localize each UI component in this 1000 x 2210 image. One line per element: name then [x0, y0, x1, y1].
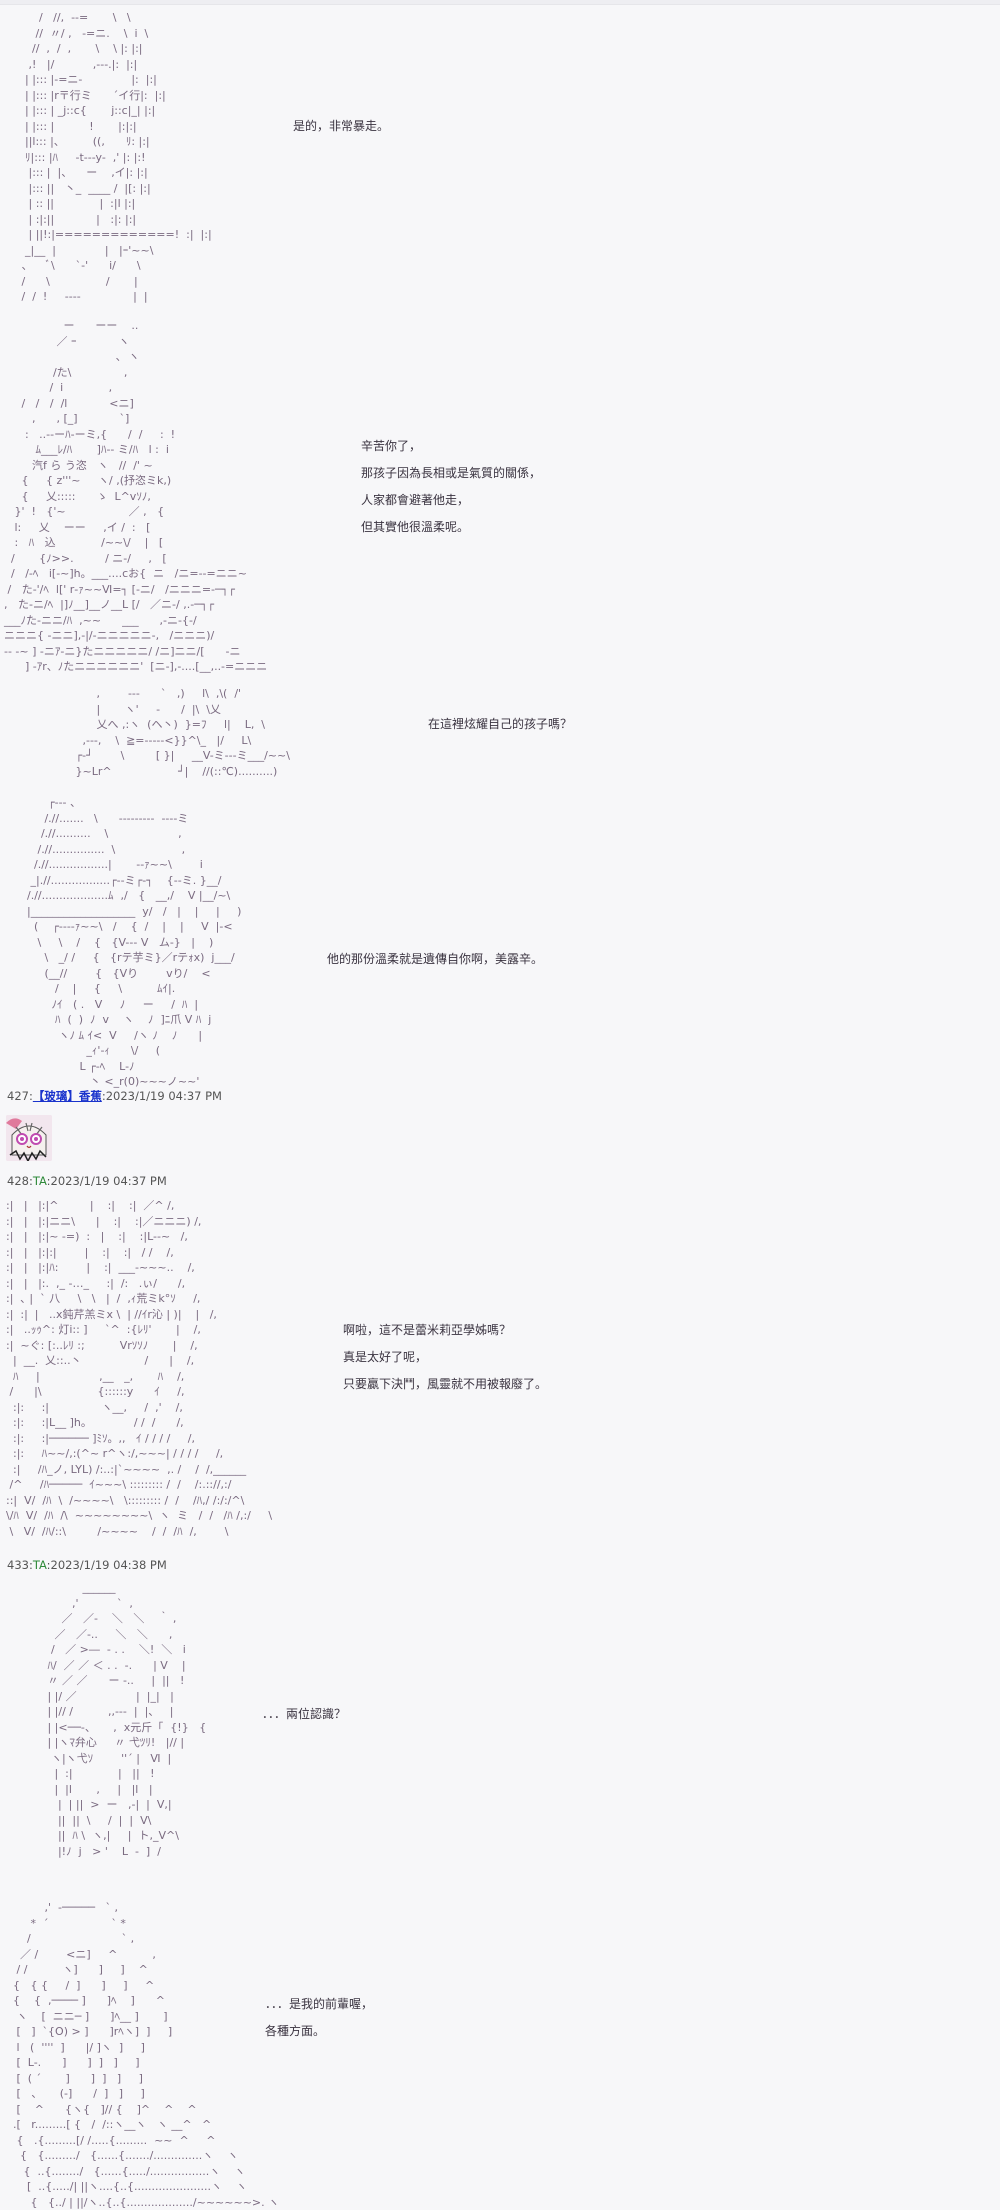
dialogue-line: 辛苦你了， [361, 439, 422, 453]
avatar [6, 1115, 52, 1161]
dialogue-scene-5: 啊啦，這不是蕾米莉亞學姊嗎？ 真是太好了呢， 只要贏下決鬥，風靈就不用被報廢了。 [343, 1321, 547, 1402]
poster-name: TA [32, 1174, 47, 1188]
avatar-image-icon [6, 1115, 52, 1161]
poster-name: TA [32, 1558, 47, 1572]
post-timestamp: 2023/1/19 04:38 PM [50, 1558, 167, 1572]
ascii-art-scene-7: ,' ‐───── ` , * ´ ` * / ` , ／ / <ニ] ^ , … [12, 1901, 280, 2209]
dialogue-scene-7: ．．．是我的前輩喔， 各種方面。 [265, 1995, 373, 2049]
dialogue-scene-2: 辛苦你了， 那孩子因為長相或是氣質的關係， 人家都會避著他走， 但其實他很溫柔呢… [361, 437, 541, 545]
ascii-art-scene-6: ______ ,' ` , ／ ／‐ ＼ ＼ ｀ , ／ ／‐.. ＼ ＼ , … [47, 1581, 207, 1858]
dialogue-line: ．．．兩位認識？ [262, 1707, 347, 1721]
dialogue-line: 真是太好了呢， [343, 1350, 428, 1364]
ascii-art-scene-1: / //, --= \ \ // 〃/ , -=ニ. \ i \ // , / … [21, 11, 212, 303]
post-header-428: 428:TA:2023/1/19 04:37 PM [7, 1174, 167, 1188]
ascii-art-scene-4: ┌--- 、 /.//....... \ --------- ----ミ /./… [26, 796, 242, 1088]
dialogue-line: 是的，非常暴走。 [293, 119, 390, 133]
dialogue-scene-6: ．．．兩位認識？ [262, 1705, 346, 1733]
post-timestamp: 2023/1/19 04:37 PM [50, 1174, 167, 1188]
post-header-427: 427:【玻璃】香蕉:2023/1/19 04:37 PM [7, 1089, 222, 1103]
ascii-art-scene-3: , --- ` ,) l\ ,\( /' | ヽ' ‐ / |\ \乂 乂へ ,… [75, 687, 290, 778]
top-border [0, 0, 1000, 5]
dialogue-line: 人家都會避著他走， [361, 493, 470, 507]
post-number: 433 [7, 1558, 29, 1572]
dialogue-line: 只要贏下決鬥，風靈就不用被報廢了。 [343, 1377, 548, 1391]
dialogue-line: 但其實他很溫柔呢。 [361, 520, 470, 534]
dialogue-scene-3: 在這裡炫耀自己的孩子嗎？ [428, 715, 572, 743]
dialogue-scene-4: 他的那份溫柔就是遺傳自你啊，美露辛。 [327, 950, 543, 978]
dialogue-scene-1: 是的，非常暴走。 [293, 117, 389, 145]
post-number: 427 [7, 1089, 29, 1103]
poster-name-link[interactable]: 【玻璃】香蕉 [32, 1089, 102, 1103]
post-timestamp: 2023/1/19 04:37 PM [105, 1089, 222, 1103]
dialogue-line: ．．．是我的前輩喔， [265, 1997, 374, 2011]
ascii-art-scene-5: :| | |:|^ | :| :| ／^ /, :| | |:|ニニ\ | :|… [6, 1199, 273, 1538]
dialogue-line: 那孩子因為長相或是氣質的關係， [361, 466, 542, 480]
dialogue-line: 各種方面。 [265, 2024, 326, 2038]
dialogue-line: 在這裡炫耀自己的孩子嗎？ [428, 717, 573, 731]
post-header-433: 433:TA:2023/1/19 04:38 PM [7, 1558, 167, 1572]
dialogue-line: 啊啦，這不是蕾米莉亞學姊嗎？ [343, 1323, 512, 1337]
ascii-art-scene-2: ー ーー .. ／ ｰ ヽ ､ ヽ /た\ , / i , / / / /l <… [4, 319, 268, 673]
dialogue-line: 他的那份溫柔就是遺傳自你啊，美露辛。 [327, 952, 544, 966]
post-number: 428 [7, 1174, 29, 1188]
